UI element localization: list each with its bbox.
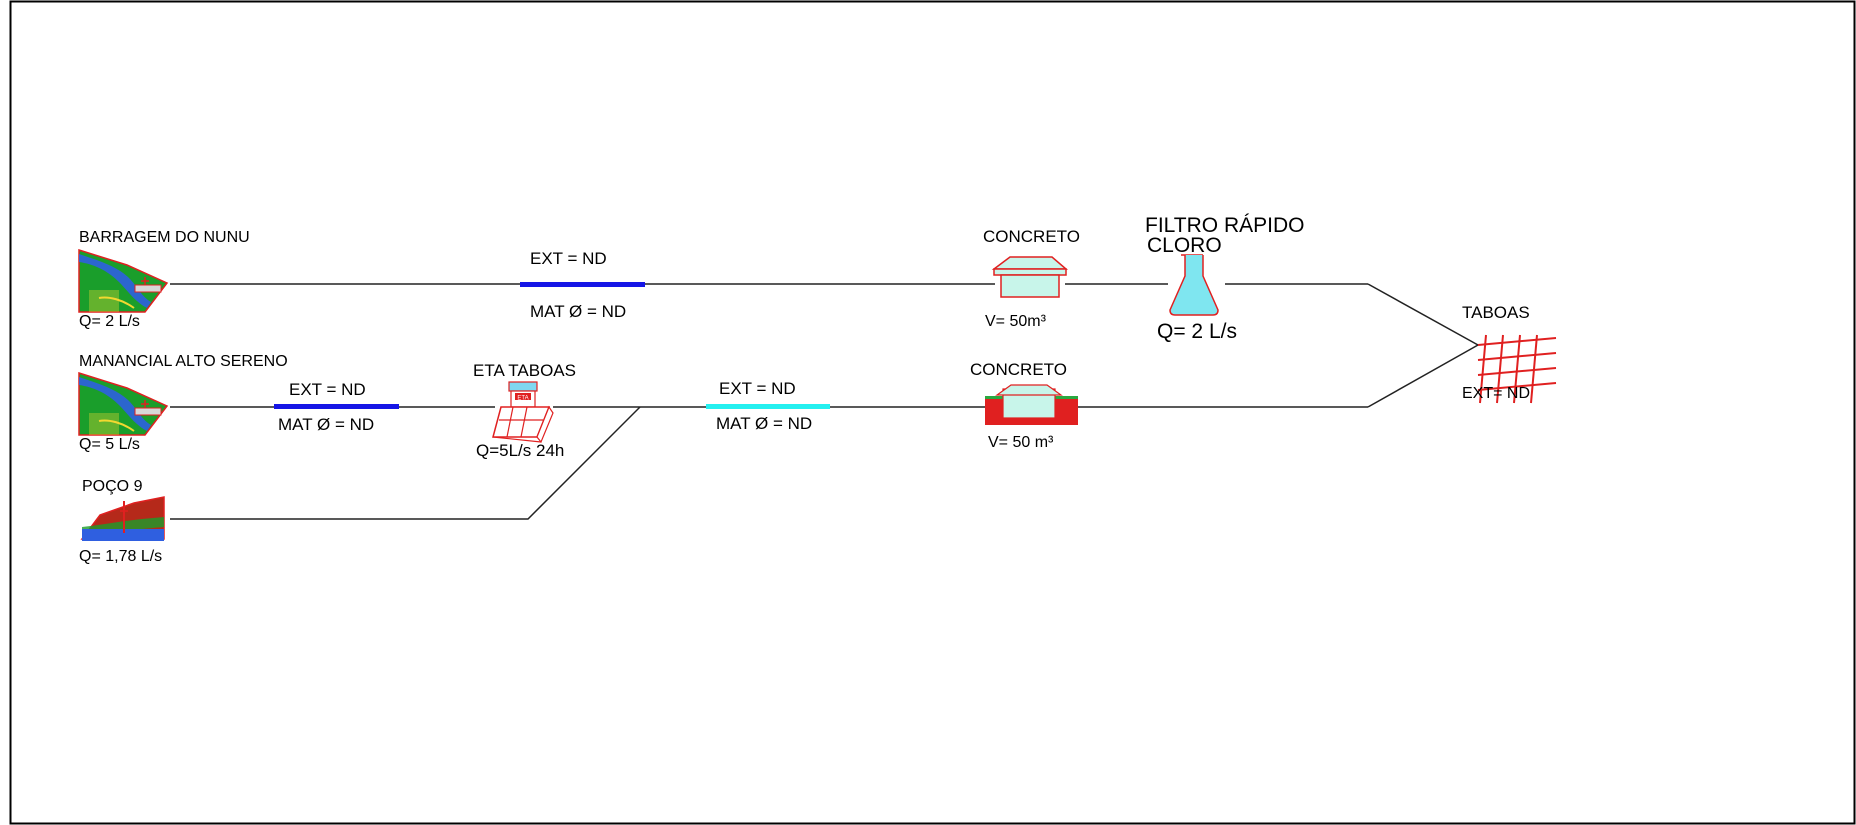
pipe-segment-middle-left [274, 404, 399, 409]
pipe-mat-top: MAT Ø = ND [530, 302, 626, 321]
pipe-ext-top: EXT = ND [530, 249, 607, 268]
filter-flow: Q= 2 L/s [1157, 320, 1237, 343]
pipe-line-well [170, 406, 641, 520]
dam-reservoir-icon [78, 371, 169, 436]
destination-name: TABOAS [1462, 303, 1530, 322]
reservoir-top-volume: V= 50m³ [985, 313, 1047, 330]
eta-name: ETA TABOAS [473, 361, 576, 380]
source-name-barragem: BARRAGEM DO NUNU [79, 229, 250, 246]
flask-icon [1169, 254, 1219, 316]
pipelines [170, 283, 1479, 520]
reservoir-top-name: CONCRETO [983, 227, 1080, 246]
pipe-line-middle-to-city [1367, 344, 1479, 408]
source-name-manancial: MANANCIAL ALTO SERENO [79, 353, 288, 370]
buried-reservoir-icon [985, 384, 1078, 425]
pipe-ext-middle-left: EXT = ND [289, 380, 366, 399]
pipe-ext-middle-right: EXT = ND [719, 379, 796, 398]
pipe-segment-top [520, 282, 645, 287]
destination-ext: EXT= ND [1462, 385, 1530, 402]
eta-flow: Q=5L/s 24h [476, 441, 564, 460]
pipe-mat-middle-right: MAT Ø = ND [716, 414, 812, 433]
pipe-line-top-to-city [1367, 283, 1479, 346]
elevated-reservoir-icon [991, 256, 1069, 298]
pipe-mat-middle-left: MAT Ø = ND [278, 415, 374, 434]
well-icon [80, 496, 165, 541]
eta-sign: ETA [517, 396, 528, 402]
reservoir-bottom-volume: V= 50 m³ [988, 434, 1054, 451]
source-flow-manancial: Q= 5 L/s [79, 436, 140, 453]
source-flow-barragem: Q= 2 L/s [79, 313, 140, 330]
dam-reservoir-icon [78, 248, 169, 313]
filter-sub: CLORO [1147, 234, 1222, 257]
filter-name: FILTRO RÁPIDO [1145, 214, 1304, 237]
source-name-poco: POÇO 9 [82, 478, 143, 495]
reservoir-bottom-name: CONCRETO [970, 360, 1067, 379]
pipe-segment-middle-right [706, 404, 830, 409]
frame-border [9, 0, 1856, 825]
treatment-plant-icon: ETA [492, 381, 554, 444]
city-grid-icon [1477, 334, 1557, 404]
source-flow-poco: Q= 1,78 L/s [79, 548, 162, 565]
